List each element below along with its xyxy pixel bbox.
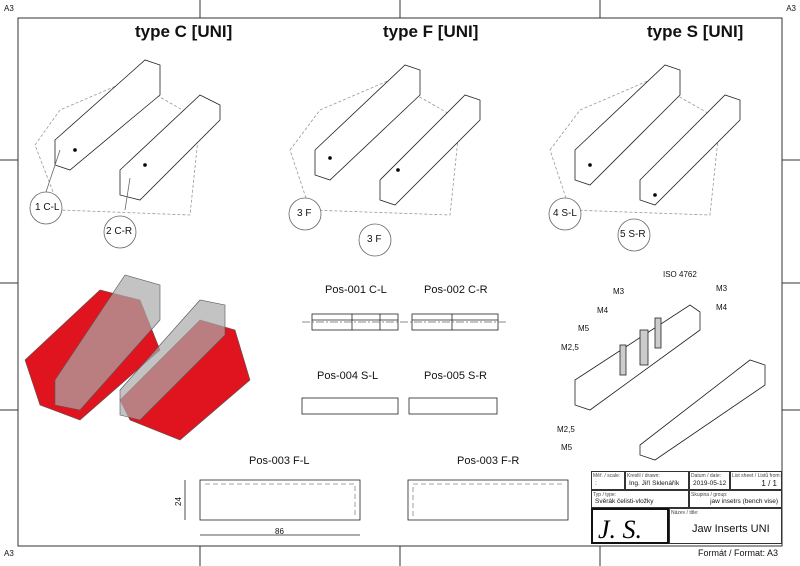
type-caption: Typ / type:	[593, 492, 617, 498]
name-caption: Název / title:	[671, 510, 699, 516]
callout-c-r: 2 C-R	[106, 226, 133, 237]
screw-label: M2,5	[561, 343, 579, 352]
drawn-value: Ing. Jiří Sklenářík	[629, 480, 680, 487]
rendered-jaw-inserts	[24, 274, 251, 441]
callout-f-2: 3 F	[367, 234, 382, 245]
signature-logo: J. S.	[598, 515, 642, 544]
label-pos-003-fl: Pos-003 F-L	[249, 455, 310, 467]
scale-cell: Měř. / scale::	[591, 471, 625, 490]
screw-standard: ISO 4762	[663, 270, 697, 279]
heading-type-f: type F [UNI]	[383, 22, 479, 41]
scale-caption: Měř. / scale:	[593, 473, 621, 479]
sheet-size-top-left: A3	[4, 4, 14, 13]
drawn-caption: Kreslil / drawn:	[627, 473, 660, 479]
date-value: 2019-05-12	[693, 480, 727, 487]
dimension-height: 24	[173, 497, 183, 506]
callout-f-1: 3 F	[297, 208, 312, 219]
pos-views	[184, 313, 569, 536]
type-c-isometric	[29, 59, 221, 249]
date-caption: Datum / date:	[691, 473, 722, 479]
type-value: Svěrák čelisti-vložky	[595, 498, 654, 505]
callout-c-l: 1 C-L	[35, 202, 60, 213]
label-pos-005: Pos-005 S-R	[424, 370, 487, 382]
sheet-size-bottom-left: A3	[4, 549, 14, 558]
label-pos-003-fr: Pos-003 F-R	[457, 455, 520, 467]
screw-label: M3	[613, 287, 625, 296]
drawing-title: Jaw Inserts UNI	[692, 523, 770, 535]
dimension-width: 86	[275, 527, 284, 536]
sheet-value: 1 / 1	[761, 479, 777, 488]
screw-label: M4	[597, 306, 609, 315]
scale-value: :	[595, 480, 597, 487]
screw-label: M4	[716, 303, 728, 312]
name-cell: Název / title: Jaw Inserts UNI	[669, 508, 782, 544]
label-pos-004: Pos-004 S-L	[317, 370, 379, 382]
group-value: jaw insetrs (bench vise)	[710, 498, 778, 505]
screw-label: M5	[561, 443, 573, 452]
heading-type-c: type C [UNI]	[135, 22, 233, 41]
screw-assembly	[574, 304, 766, 461]
type-s-isometric	[548, 64, 741, 252]
callout-s-l: 4 S-L	[553, 208, 577, 219]
screw-label: M3	[716, 284, 728, 293]
group-caption: Skupina / group:	[691, 492, 728, 498]
screw-label: M2,5	[557, 425, 575, 434]
signature-cell	[591, 508, 669, 544]
drawn-cell: Kreslil / drawn:Ing. Jiří Sklenářík	[625, 471, 689, 490]
date-cell: Datum / date:2019-05-12	[689, 471, 730, 490]
sheet-cell: List sheet / Listů from:1 / 1	[730, 471, 782, 490]
group-cell: Skupina / group:jaw insetrs (bench vise)	[689, 490, 782, 508]
sheet-caption: List sheet / Listů from:	[732, 473, 781, 479]
format-label: Formát / Format: A3	[697, 548, 778, 558]
label-pos-002: Pos-002 C-R	[424, 284, 488, 296]
sheet-size-top-right: A3	[786, 4, 796, 13]
type-cell: Typ / type:Svěrák čelisti-vložky	[591, 490, 689, 508]
screw-label: M5	[578, 324, 590, 333]
label-pos-001: Pos-001 C-L	[325, 284, 387, 296]
callout-s-r: 5 S-R	[620, 229, 646, 240]
type-f-isometric	[288, 64, 481, 257]
heading-type-s: type S [UNI]	[647, 22, 744, 41]
